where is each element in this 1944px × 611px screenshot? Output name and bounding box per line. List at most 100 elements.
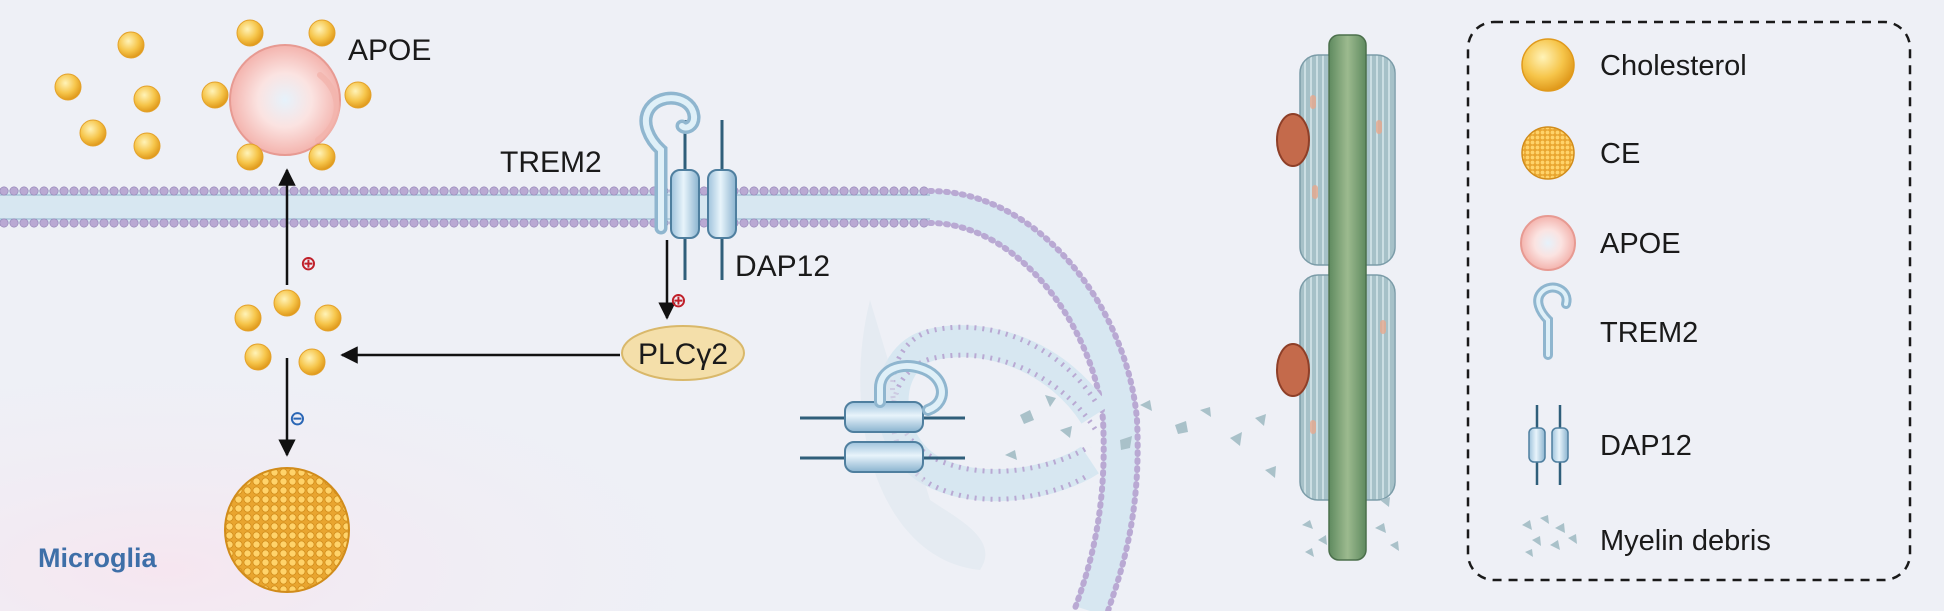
cholesterol-molecule [79,119,107,147]
lipid-head [829,218,839,228]
lipid-head [0,218,9,228]
lipid-head [439,186,449,196]
lipid-head [339,218,349,228]
lipid-head [439,218,449,228]
lipid-head [329,186,339,196]
legend: Cholesterol CE APOE TREM2 DAP12 Myelin d… [1466,20,1912,582]
lipid-head [299,186,309,196]
lipid-head [429,218,439,228]
lipid-head [9,218,19,228]
lipid-head [119,218,129,228]
lipid-head [129,218,139,228]
lipid-head [49,218,59,228]
lipid-head [609,218,619,228]
lipid-head [309,218,319,228]
lipid-head [529,218,539,228]
trem2-dap12-complex [639,91,737,280]
lipid-head [789,186,799,196]
lipid-head [269,218,279,228]
lipid-head [579,186,589,196]
lipid-head [89,186,99,196]
lipid-head [739,218,749,228]
dap12-icon [1528,405,1569,485]
lipid-head [699,218,709,228]
lipid-head [369,218,379,228]
lipid-head [539,186,549,196]
lipid-head [459,186,469,196]
lipid-head [879,218,889,228]
lipid-head [159,218,169,228]
minus-sign-ce: ⊖ [289,406,306,430]
dap12-label: DAP12 [735,250,830,283]
cholesterol-molecule [54,73,82,101]
lipid-head [249,186,259,196]
lipid-head [839,218,849,228]
lipid-head [899,186,909,196]
lipid-head [789,218,799,228]
lipid-head [619,186,629,196]
lipid-head [839,186,849,196]
lipid-head [289,218,299,228]
lipid-head [799,218,809,228]
lipid-head [139,218,149,228]
cholesterol-molecule [314,304,342,332]
lipid-head [169,186,179,196]
lipid-head [79,218,89,228]
lipid-head [599,218,609,228]
lipid-head [589,218,599,228]
cholesterol-icon [1521,38,1575,92]
lipid-head [109,186,119,196]
lipid-head [589,186,599,196]
lipid-head [469,218,479,228]
lipid-head [569,218,579,228]
cholesterol-molecule [236,143,264,171]
lipid-head [359,218,369,228]
lipid-head [579,218,589,228]
cholesterol-molecule [244,343,272,371]
lipid-head [379,218,389,228]
lipid-head [189,218,199,228]
lipid-head [29,186,39,196]
lipid-head [889,218,899,228]
legend-label-dap12: DAP12 [1600,430,1692,462]
lipid-head [179,218,189,228]
cholesterol-molecule [344,81,372,109]
lipid-head [139,186,149,196]
lipid-head [459,218,469,228]
lipid-head [179,186,189,196]
lipid-head [449,218,459,228]
lipid-head [419,218,429,228]
lipid-head [759,218,769,228]
plcg2-label: PLCγ2 [638,338,728,371]
cholesterol-molecule [133,132,161,160]
trem2-dap12-complex-internal [800,360,965,473]
myelin-debris [1005,395,1276,478]
lipid-head [639,218,649,228]
lipid-head [809,218,819,228]
lipid-head [99,186,109,196]
lipid-head [129,186,139,196]
lipid-head [559,186,569,196]
lipid-head [479,186,489,196]
lipid-head [529,186,539,196]
lipid-head [19,186,29,196]
lipid-head [69,218,79,228]
lipid-head [399,218,409,228]
lipid-head [599,186,609,196]
lipid-head [119,186,129,196]
lipid-head [299,218,309,228]
lipid-head [869,186,879,196]
cholesterol-molecule [133,85,161,113]
phagocytic-membrane [860,188,1141,611]
lipid-head [699,186,709,196]
plus-sign-apoe: ⊕ [300,251,317,275]
lipid-head [879,186,889,196]
lipid-head [9,186,19,196]
lipid-head [749,218,759,228]
lipid-head [389,186,399,196]
lipid-head [0,186,9,196]
lipid-head [919,186,929,196]
lipid-head [489,186,499,196]
lipid-head [209,218,219,228]
